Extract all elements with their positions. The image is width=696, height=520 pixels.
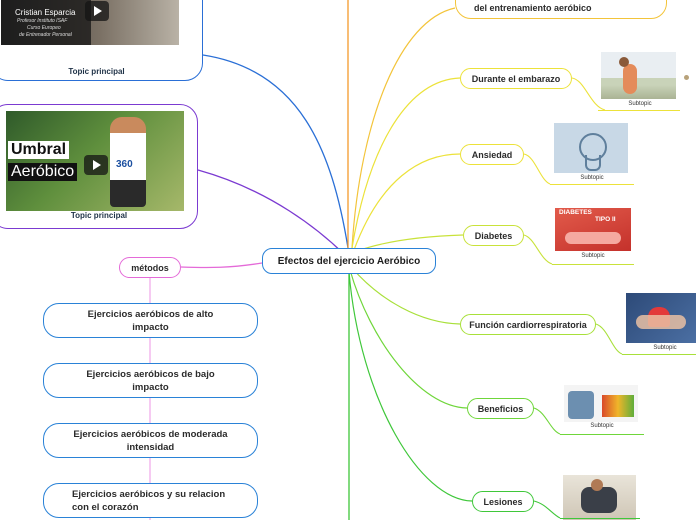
metodos-node[interactable]: métodos	[119, 257, 181, 278]
diabetes-image-text-2: TIPO II	[595, 216, 616, 223]
metodo-item-3[interactable]: Ejercicios aeróbicos de moderada intensi…	[43, 423, 258, 458]
video-title-line-1: Umbral	[8, 141, 70, 159]
metodo-item-2[interactable]: Ejercicios aeróbicos de bajo impacto	[43, 363, 258, 398]
branch-label: Beneficios	[477, 403, 524, 414]
bib-number: 360	[116, 159, 133, 170]
branch-ansiedad[interactable]: Ansiedad	[460, 144, 524, 165]
link-top-right	[351, 7, 456, 249]
metodo-item-label: Ejercicios aeróbicos y su relacion con e…	[72, 488, 226, 513]
play-icon[interactable]	[85, 1, 109, 21]
branch-funcion-cardiorrespiratoria[interactable]: Función cardiorrespiratoria	[460, 314, 596, 335]
branch-label: Ansiedad	[471, 149, 513, 160]
video-thumbnail-1[interactable]: Cristian Esparcia Profesor Instituto ISA…	[1, 0, 179, 45]
link-diabetes	[359, 234, 464, 251]
video-topic-1[interactable]: Cristian Esparcia Profesor Instituto ISA…	[0, 0, 203, 81]
link-ansiedad	[353, 153, 461, 251]
video-caption-2: Topic principal	[70, 211, 128, 220]
dot-icon	[684, 75, 689, 80]
subtopic-underline	[622, 354, 696, 355]
pregnant-woman-photo[interactable]	[601, 52, 676, 99]
runner-figure	[110, 117, 146, 207]
branch-label: Diabetes	[474, 230, 513, 241]
branch-label: Función cardiorrespiratoria	[469, 319, 587, 330]
subtopic-caption: Subtopic	[581, 253, 605, 259]
presenter-line-2: Curso Europeo	[27, 25, 61, 31]
video-topic-2[interactable]: 360 Umbral Aeróbico Topic principal	[0, 104, 198, 229]
subtopic-underline	[598, 110, 680, 111]
diabetes-image-text-1: DIABETES	[559, 209, 592, 216]
metodo-item-4[interactable]: Ejercicios aeróbicos y su relacion con e…	[43, 483, 258, 518]
exercise-food-photo[interactable]	[564, 385, 638, 422]
branch-beneficios[interactable]: Beneficios	[467, 398, 534, 419]
subtopic-underline	[552, 264, 634, 265]
heart-hands-photo[interactable]	[626, 293, 696, 343]
anxiety-illustration[interactable]	[554, 123, 628, 173]
metodo-item-label: Ejercicios aeróbicos de bajo impacto	[86, 368, 215, 393]
presenter-name: Cristian Esparcia	[15, 8, 76, 17]
metodos-label: métodos	[131, 262, 169, 273]
branch-label: Durante el embarazo	[471, 73, 561, 84]
video-thumbnail-2[interactable]: 360 Umbral Aeróbico	[6, 111, 184, 211]
branch-lesiones[interactable]: Lesiones	[472, 491, 534, 512]
link-to-video-2	[197, 169, 349, 259]
subtopic-underline	[550, 184, 634, 185]
top-right-label: del entrenamiento aeróbico	[474, 3, 592, 13]
top-right-node[interactable]: del entrenamiento aeróbico	[455, 0, 667, 19]
subtopic-caption: Subtopic	[590, 423, 614, 429]
video-title-line-2: Aeróbico	[8, 163, 78, 181]
branch-label: Lesiones	[483, 496, 523, 507]
subtopic-caption: Subtopic	[628, 101, 652, 107]
link-to-metodos	[180, 262, 263, 269]
link-funcion	[351, 267, 461, 325]
diabetes-illustration[interactable]: DIABETES TIPO II	[555, 208, 631, 251]
central-topic-label: Efectos del ejercicio Aeróbico	[277, 255, 421, 267]
metodo-item-1[interactable]: Ejercicios aeróbicos de alto impacto	[43, 303, 258, 338]
presenter-line-1: Profesor Instituto ISAF	[17, 18, 68, 24]
video-caption-1: Topic principal	[68, 67, 125, 76]
subtopic-caption: Subtopic	[580, 175, 604, 181]
injured-runner-photo[interactable]	[563, 475, 636, 520]
central-topic[interactable]: Efectos del ejercicio Aeróbico	[262, 248, 436, 274]
subtopic-caption: Subtopic	[653, 345, 677, 351]
link-beneficios	[349, 269, 468, 409]
presenter-line-3: de Entrenador Personal	[19, 32, 72, 38]
link-lesiones	[348, 271, 473, 502]
metodo-item-label: Ejercicios aeróbicos de alto impacto	[87, 308, 214, 333]
branch-embarazo[interactable]: Durante el embarazo	[460, 68, 572, 89]
subtopic-underline	[560, 518, 640, 519]
link-to-video-1	[202, 54, 349, 249]
play-icon[interactable]	[84, 155, 108, 175]
metodo-item-label: Ejercicios aeróbicos de moderada intensi…	[73, 428, 228, 453]
subtopic-underline	[560, 434, 644, 435]
branch-diabetes[interactable]: Diabetes	[463, 225, 524, 246]
link-embarazo	[351, 77, 461, 249]
